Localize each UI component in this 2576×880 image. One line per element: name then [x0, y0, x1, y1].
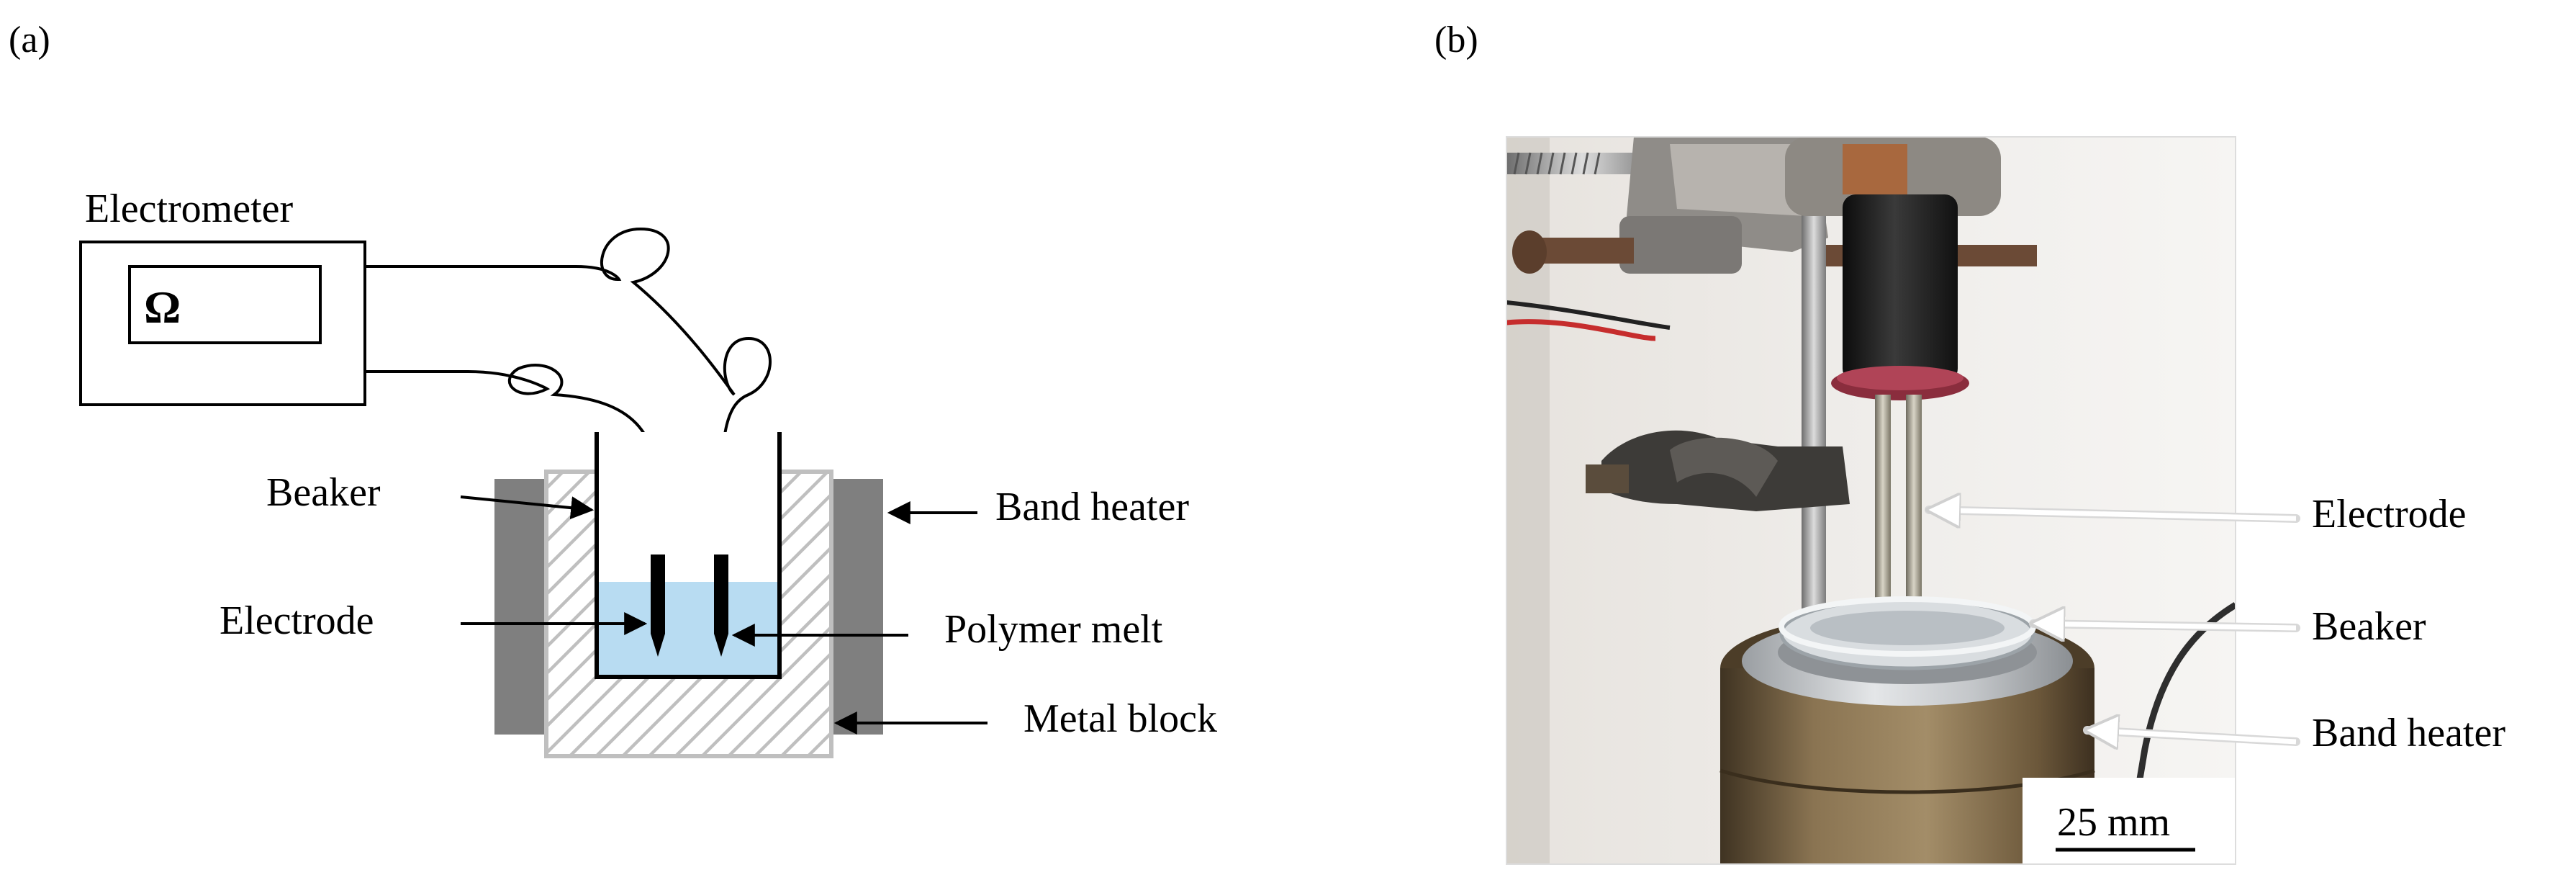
electrode-pin-left [1875, 395, 1891, 625]
copper-nut [1512, 230, 1547, 274]
electrode-right [714, 555, 728, 657]
wire-lower [363, 364, 660, 578]
panel-a: (a) Electrometer Ω [9, 19, 1217, 758]
label-electrode-b: Electrode [2312, 492, 2467, 536]
scale-bar-label: 25 mm [2057, 800, 2170, 845]
black-wire [1506, 300, 1671, 330]
clamp-lower-jaw [1670, 437, 1778, 497]
label-electrode-a: Electrode [220, 598, 374, 643]
electrode-left [651, 555, 665, 657]
panel-b: (b) [1434, 19, 2505, 865]
band-heater-right [831, 479, 883, 735]
holder-copper [1843, 144, 1907, 194]
photo-frame [1506, 136, 2236, 865]
electrodes [651, 555, 728, 657]
clamp-lower-rod [1586, 464, 1629, 493]
electrode-pin-right [1906, 395, 1922, 611]
wires [363, 227, 772, 578]
electrode-disc-top [1837, 366, 1963, 390]
panel-a-label: (a) [9, 19, 50, 60]
label-beaker: Beaker [266, 470, 381, 515]
beaker-inner [1810, 611, 2005, 645]
label-band-heater-a: Band heater [995, 485, 1189, 529]
electrometer-display [128, 265, 322, 344]
panel-b-label: (b) [1434, 19, 1478, 60]
wire-upper [363, 227, 772, 578]
electrometer-title: Electrometer [85, 187, 294, 231]
leader-arrows-b [1925, 510, 2300, 742]
label-beaker-b: Beaker [2312, 604, 2426, 649]
red-wire [1506, 319, 1656, 341]
label-band-heater-b: Band heater [2312, 711, 2505, 755]
electrometer: Electrometer Ω [79, 187, 366, 406]
clamp-top-highlight [1670, 144, 1807, 216]
rod-threads [1513, 152, 1601, 175]
label-polymer-melt: Polymer melt [944, 607, 1163, 652]
beaker [595, 432, 782, 679]
ohm-symbol: Ω [144, 282, 181, 333]
label-metal-block: Metal block [1023, 696, 1217, 741]
leader-arrows-a [460, 495, 988, 735]
copper-bolt-left [1533, 238, 1634, 264]
electrode-cap [1843, 194, 1958, 382]
clamp-bracket [1619, 216, 1742, 274]
photo [1506, 137, 2236, 864]
polymer-melt [599, 582, 777, 677]
band-heater-left [494, 479, 546, 735]
arrow-beaker [460, 495, 595, 520]
